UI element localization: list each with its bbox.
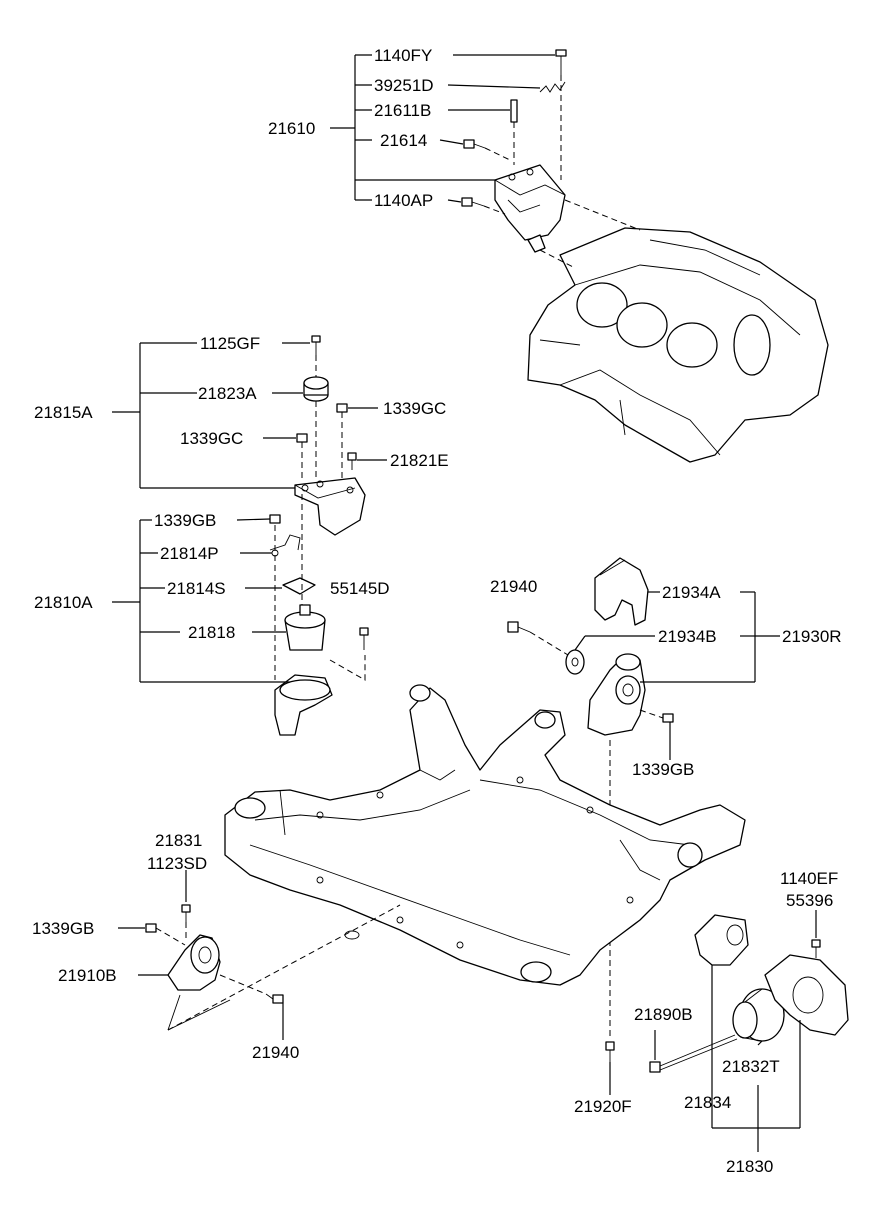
label-1140FY: 1140FY <box>374 46 432 65</box>
label-21934B: 21934B <box>658 627 717 646</box>
label-1339GC-left: 1339GC <box>180 429 243 448</box>
label-21832T: 21832T <box>722 1057 780 1076</box>
mount-left-21910B <box>145 904 401 1031</box>
label-21611B: 21611B <box>374 101 431 120</box>
label-1125GF: 1125GF <box>200 334 260 353</box>
label-21814P: 21814P <box>160 544 219 563</box>
label-21818: 21818 <box>188 623 235 642</box>
label-21610: 21610 <box>268 119 315 138</box>
mount-rear-21830 <box>605 914 849 1073</box>
label-21831: 21831 <box>155 831 202 850</box>
label-21830: 21830 <box>726 1157 773 1176</box>
transmission-mount-lower <box>269 494 369 736</box>
label-1140EF: 1140EF <box>780 869 838 888</box>
engine-block <box>527 227 829 463</box>
part-labels: 1140FY 39251D 21611B 21610 21614 1140AP … <box>32 46 842 1176</box>
label-1339GB-left: 1339GB <box>32 919 94 938</box>
label-1339GB-mid: 1339GB <box>632 760 694 779</box>
label-21823A: 21823A <box>198 384 257 403</box>
label-39251D: 39251D <box>374 76 434 95</box>
subframe-crossmember <box>224 684 746 986</box>
label-21920F: 21920F <box>574 1097 632 1116</box>
label-1140AP: 1140AP <box>374 191 433 210</box>
label-21940-bottom: 21940 <box>252 1043 299 1062</box>
leader-lines <box>112 54 817 1152</box>
label-21834: 21834 <box>684 1093 731 1112</box>
label-21890B: 21890B <box>634 1005 693 1024</box>
engine-mount-bracket-top <box>461 49 641 269</box>
label-55145D: 55145D <box>330 579 390 598</box>
label-1339GC-right: 1339GC <box>383 399 446 418</box>
label-21821E: 21821E <box>390 451 449 470</box>
transmission-mount-upper <box>294 335 366 536</box>
label-21815A: 21815A <box>34 403 93 422</box>
label-1123SD: 1123SD <box>147 854 207 873</box>
label-21930R: 21930R <box>782 627 842 646</box>
label-1339GB-top: 1339GB <box>154 511 216 530</box>
label-55396: 55396 <box>786 891 833 910</box>
label-21810A: 21810A <box>34 593 93 612</box>
label-21934A: 21934A <box>662 583 721 602</box>
label-21614: 21614 <box>380 131 427 150</box>
label-21814S: 21814S <box>167 579 226 598</box>
label-21940-top: 21940 <box>490 577 537 596</box>
label-21910B: 21910B <box>58 966 117 985</box>
